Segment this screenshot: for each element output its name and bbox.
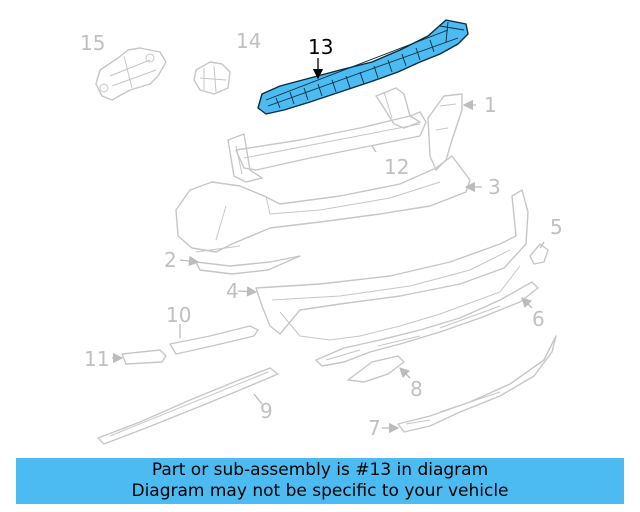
callout-2: 2	[164, 248, 177, 272]
leader-12	[371, 145, 377, 153]
part-4-bumper-cover	[255, 189, 529, 341]
leader-9	[253, 393, 263, 405]
callout-14: 14	[236, 29, 261, 53]
part-8-reflector	[347, 355, 405, 383]
info-banner: Part or sub-assembly is #13 in diagram D…	[16, 458, 624, 504]
callout-10: 10	[166, 303, 191, 327]
leader-4	[237, 286, 258, 297]
callout-9: 9	[260, 399, 273, 423]
callout-4: 4	[226, 279, 239, 303]
part-3-bumper-cover	[175, 155, 471, 253]
leader-2	[179, 255, 200, 267]
callout-12: 12	[384, 155, 409, 179]
leader-8	[399, 367, 411, 379]
part-5-clip	[529, 243, 549, 265]
part-7-trim	[397, 335, 557, 433]
callout-11: 11	[84, 347, 109, 371]
callout-5: 5	[550, 215, 563, 239]
leader-6	[521, 297, 533, 309]
part-6-diffuser	[315, 281, 539, 367]
callout-7: 7	[368, 416, 381, 440]
callout-8: 8	[410, 377, 423, 401]
callout-6: 6	[532, 307, 545, 331]
callout-3: 3	[488, 175, 501, 199]
leader-5	[539, 241, 545, 249]
part-13-energy-absorber	[257, 19, 469, 115]
leader-lines	[112, 58, 545, 434]
part-15-bracket	[95, 47, 167, 101]
banner-line-1: Part or sub-assembly is #13 in diagram	[151, 460, 489, 480]
part-12-reinforcement-beam	[227, 87, 427, 183]
part-1-bracket	[427, 93, 463, 171]
banner-line-2: Diagram may not be specific to your vehi…	[131, 481, 509, 501]
part-2-trim	[195, 255, 301, 275]
part-11-reflector	[121, 349, 167, 365]
parts-diagram: 1 2 3 4 5 6 7 8 9 10 11 12 13 14 15	[80, 19, 563, 445]
part-14-bracket	[193, 61, 231, 95]
callout-13: 13	[308, 35, 333, 59]
callout-1: 1	[484, 93, 497, 117]
callout-15: 15	[80, 31, 105, 55]
callout-labels: 1 2 3 4 5 6 7 8 9 10 11 12 13 14 15	[80, 29, 563, 440]
part-9-molding	[97, 367, 279, 445]
part-10-reflector	[169, 325, 259, 355]
